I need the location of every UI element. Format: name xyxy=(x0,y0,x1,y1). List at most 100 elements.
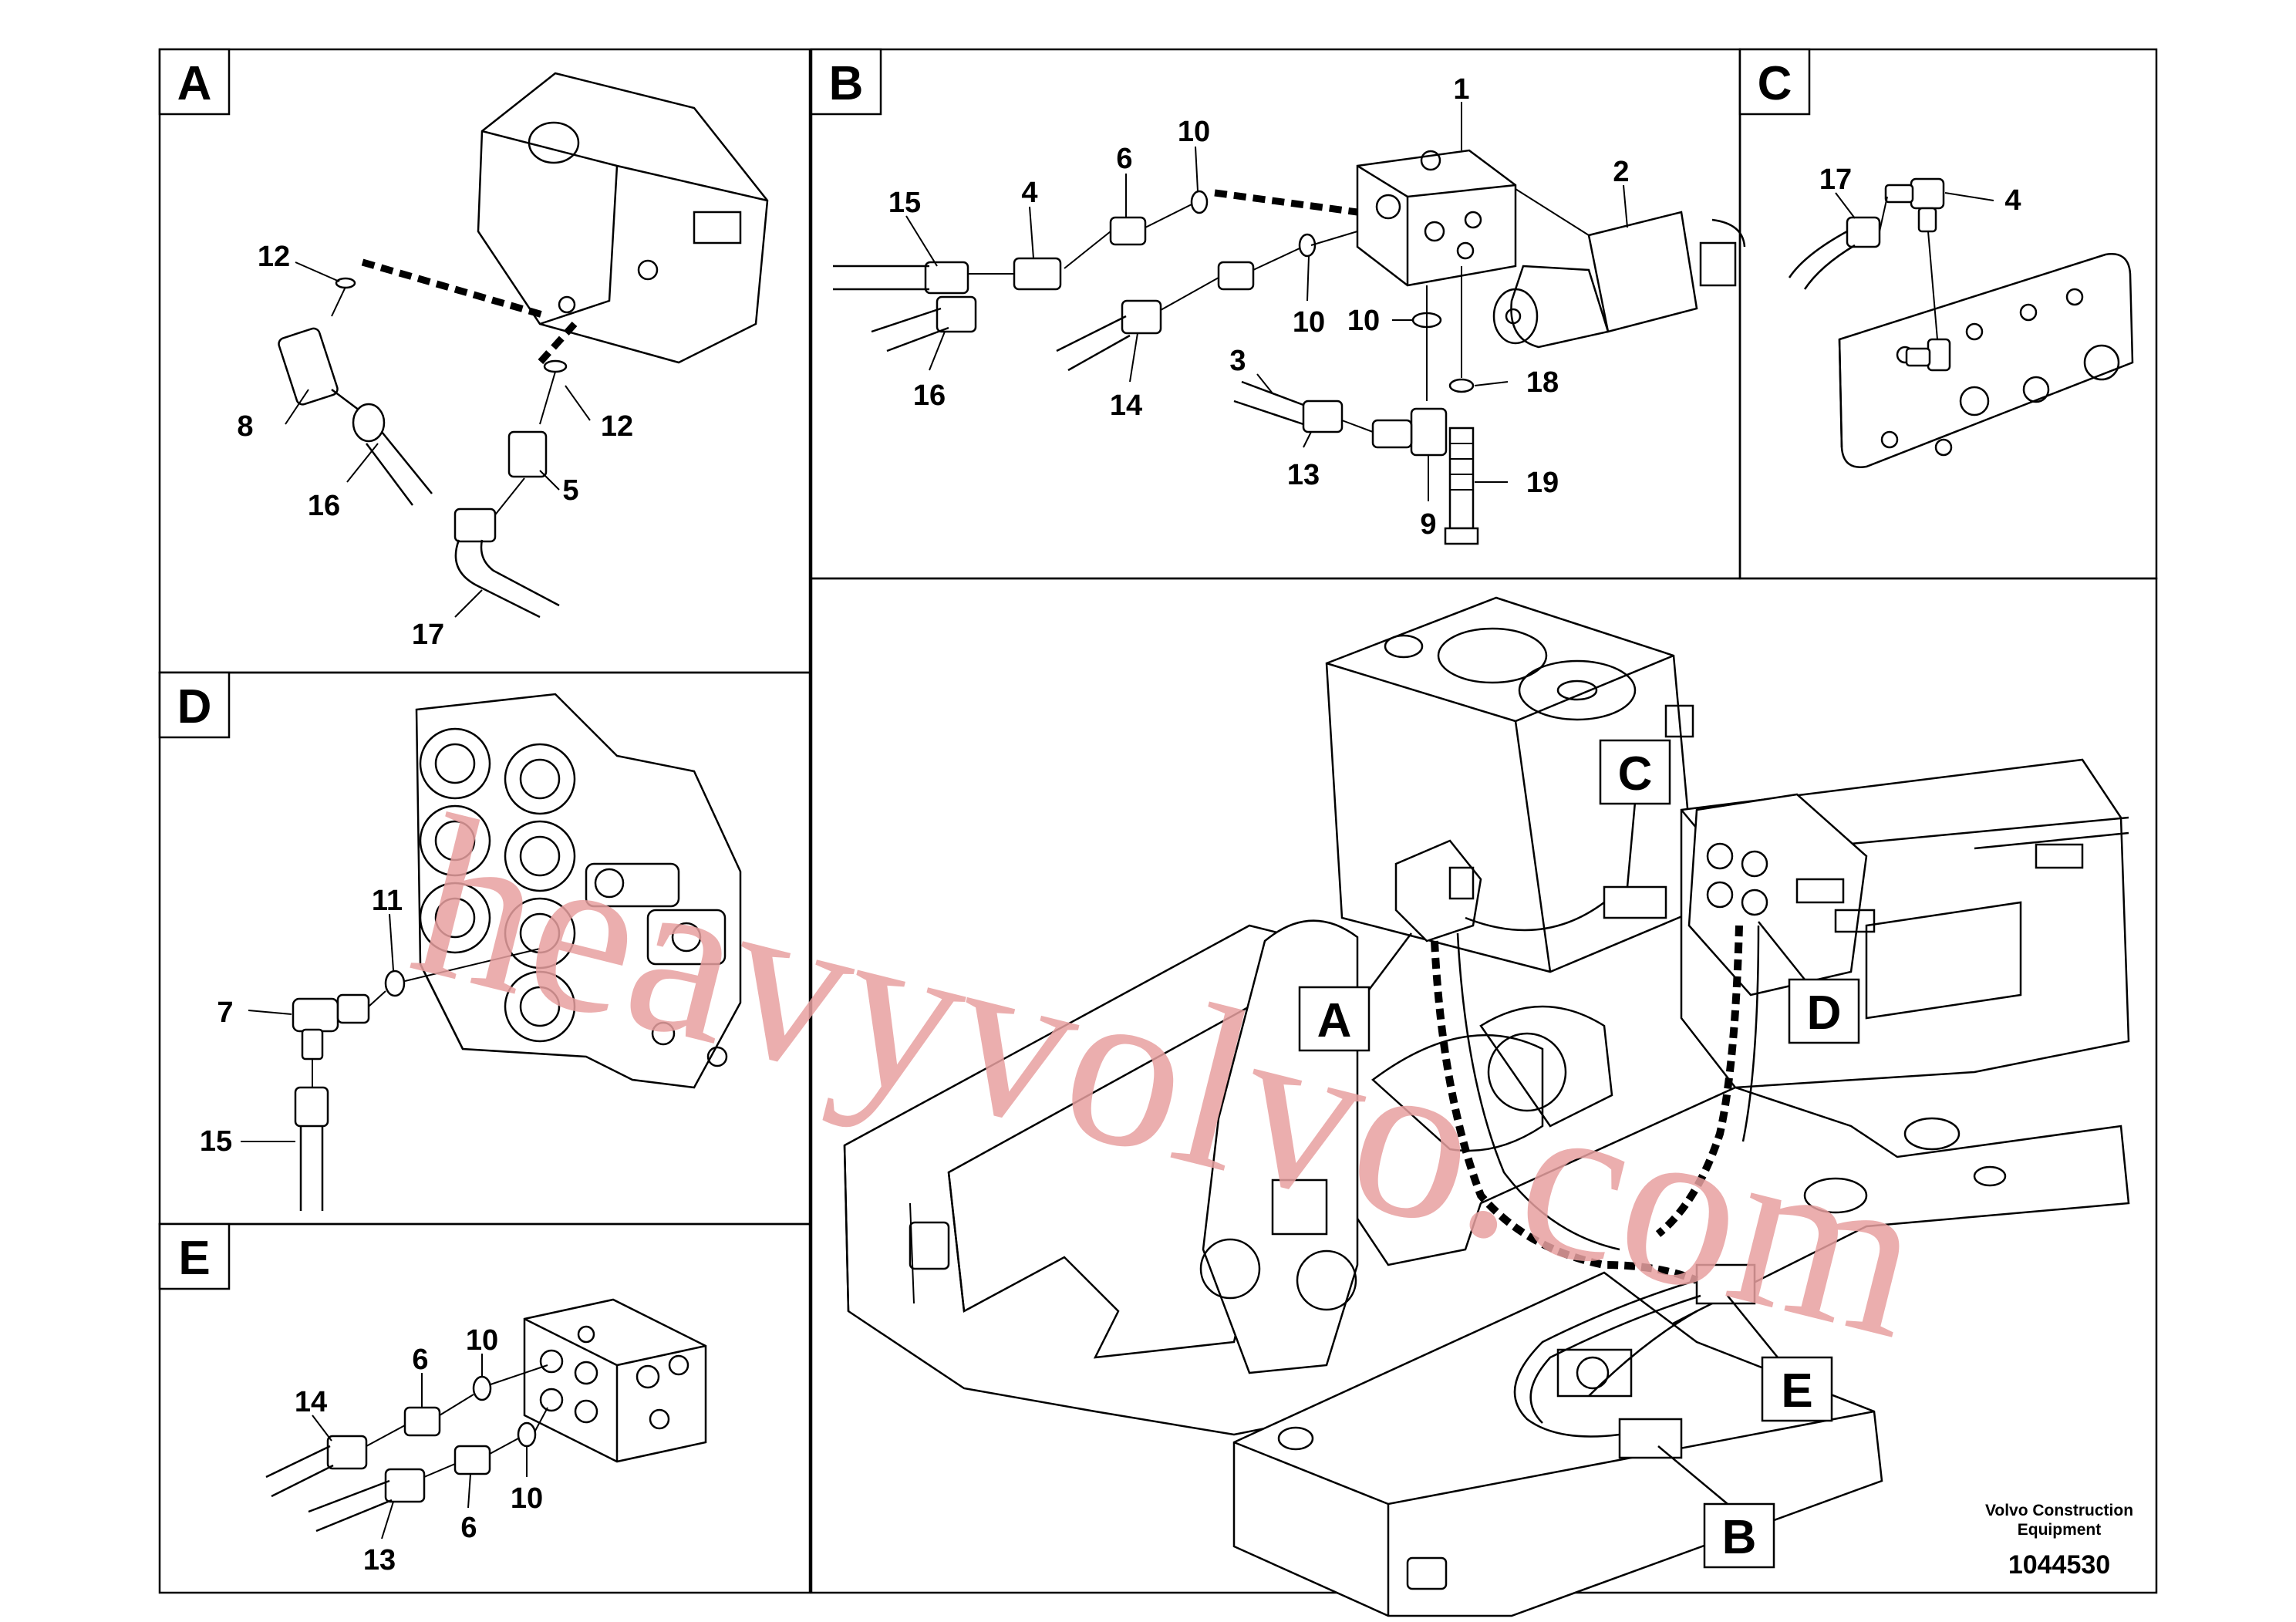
swivel-ring-frame xyxy=(1371,1005,1613,1152)
panel-e-callouts: 14 6 10 10 6 13 xyxy=(295,1324,543,1576)
credit-line-1: Volvo Construction xyxy=(1985,1502,2133,1519)
callout-6: 6 xyxy=(1116,143,1132,175)
pilot-block xyxy=(585,862,680,908)
part-number: 1044530 xyxy=(2008,1550,2110,1580)
callout-1: 1 xyxy=(1453,73,1469,106)
valve-block xyxy=(477,72,769,364)
adapter-fitting xyxy=(453,1445,491,1475)
callout-17: 17 xyxy=(1819,164,1852,196)
panel-headers: A B C D E xyxy=(158,48,1811,1290)
callout-11: 11 xyxy=(372,885,403,917)
hose-nut xyxy=(1846,216,1881,248)
o-ring xyxy=(543,359,568,373)
elbow-fitting xyxy=(1927,338,1951,372)
callout-10: 10 xyxy=(1293,306,1325,339)
overview-label-b: B xyxy=(1703,1502,1775,1569)
solenoid-coil xyxy=(1510,265,1610,349)
panel-b-label: B xyxy=(829,57,864,110)
hose-nut xyxy=(326,1435,368,1470)
callout-4: 4 xyxy=(2004,184,2021,217)
hose-run xyxy=(1655,925,1743,1237)
pipe-path xyxy=(361,258,549,320)
svg-text:E: E xyxy=(1781,1364,1812,1418)
overview-label-a: A xyxy=(1298,986,1371,1052)
callout-18: 18 xyxy=(1526,366,1559,399)
callout-13: 13 xyxy=(1287,459,1320,491)
callout-15: 15 xyxy=(200,1125,232,1158)
hose-nut xyxy=(294,1086,329,1128)
adapter-fitting xyxy=(1109,216,1147,246)
elbow-fitting xyxy=(278,327,339,406)
o-ring xyxy=(517,1421,537,1448)
callout-10: 10 xyxy=(466,1324,498,1357)
callout-9: 9 xyxy=(1420,508,1436,541)
control-valve xyxy=(1687,793,1876,996)
o-ring xyxy=(1190,190,1209,214)
solenoid-b xyxy=(1618,1418,1683,1459)
overview-label-d: D xyxy=(1788,978,1860,1044)
elbow-fitting xyxy=(292,997,339,1033)
elbow-fitting xyxy=(1410,407,1448,457)
callout-10: 10 xyxy=(511,1482,543,1515)
callout-14: 14 xyxy=(295,1386,327,1418)
spool-caps xyxy=(419,727,576,1043)
valve-port xyxy=(528,121,580,164)
panel-a-callouts: 12 12 8 16 5 17 xyxy=(237,241,633,651)
callout-15: 15 xyxy=(888,187,921,219)
pipe-path xyxy=(537,321,578,366)
callout-6: 6 xyxy=(412,1344,428,1376)
hose-run xyxy=(1456,932,1620,1251)
overview-label-e: E xyxy=(1761,1356,1833,1422)
panel-a-label: A xyxy=(177,57,212,110)
manifold-block xyxy=(1356,149,1517,287)
svg-text:D: D xyxy=(1807,986,1842,1040)
panel-e-header: E xyxy=(158,1222,231,1290)
tee-fitting xyxy=(1910,177,1945,210)
callout-12: 12 xyxy=(601,410,633,443)
hose-nut xyxy=(352,403,386,443)
callout-13: 13 xyxy=(363,1544,396,1576)
union-fitting xyxy=(1013,257,1062,291)
panel-d-callouts: 11 7 15 xyxy=(200,885,403,1158)
o-ring xyxy=(472,1375,492,1401)
callout-8: 8 xyxy=(237,410,253,443)
hose-nut xyxy=(924,261,969,295)
distribution-block xyxy=(523,1298,707,1463)
hose-run xyxy=(1588,1310,1698,1397)
callout-14: 14 xyxy=(1110,389,1142,422)
callout-16: 16 xyxy=(308,490,340,522)
panel-e-label: E xyxy=(178,1232,210,1285)
panel-b-drawing xyxy=(833,102,1746,545)
callout-2: 2 xyxy=(1613,156,1629,188)
hose-nut xyxy=(936,295,977,333)
panel-e-frame xyxy=(158,1222,811,1594)
o-ring xyxy=(384,969,406,997)
callout-7: 7 xyxy=(217,996,233,1029)
svg-text:A: A xyxy=(1317,994,1352,1047)
panel-b-callouts: 1 2 15 4 6 10 10 10 16 14 3 13 9 18 19 xyxy=(888,73,1630,541)
callout-16: 16 xyxy=(913,379,946,412)
panel-d-label: D xyxy=(177,680,212,733)
panel-a-header: A xyxy=(158,48,231,116)
panel-b-header: B xyxy=(810,48,882,116)
hose-nut xyxy=(453,508,497,543)
overview-labels: C A D E B xyxy=(1298,739,1860,1569)
panel-a-drawing xyxy=(278,72,769,619)
callout-17: 17 xyxy=(412,619,444,651)
adapter-fitting xyxy=(1217,261,1255,291)
panel-d-drawing xyxy=(241,693,742,1211)
pipe-path xyxy=(1214,189,1358,216)
callout-10: 10 xyxy=(1178,116,1210,148)
hose-run xyxy=(1741,925,1760,1142)
callout-4: 4 xyxy=(1021,177,1037,209)
hose-run xyxy=(1529,1294,1701,1424)
block-e xyxy=(1695,1263,1756,1305)
solenoid-valve xyxy=(1587,211,1698,333)
hose-nut xyxy=(1302,400,1344,433)
svg-text:B: B xyxy=(1722,1511,1757,1564)
panel-frames xyxy=(158,48,2158,1594)
accumulator-valve xyxy=(1394,839,1482,943)
panel-d-header: D xyxy=(158,671,231,739)
callout-10: 10 xyxy=(1347,305,1380,337)
